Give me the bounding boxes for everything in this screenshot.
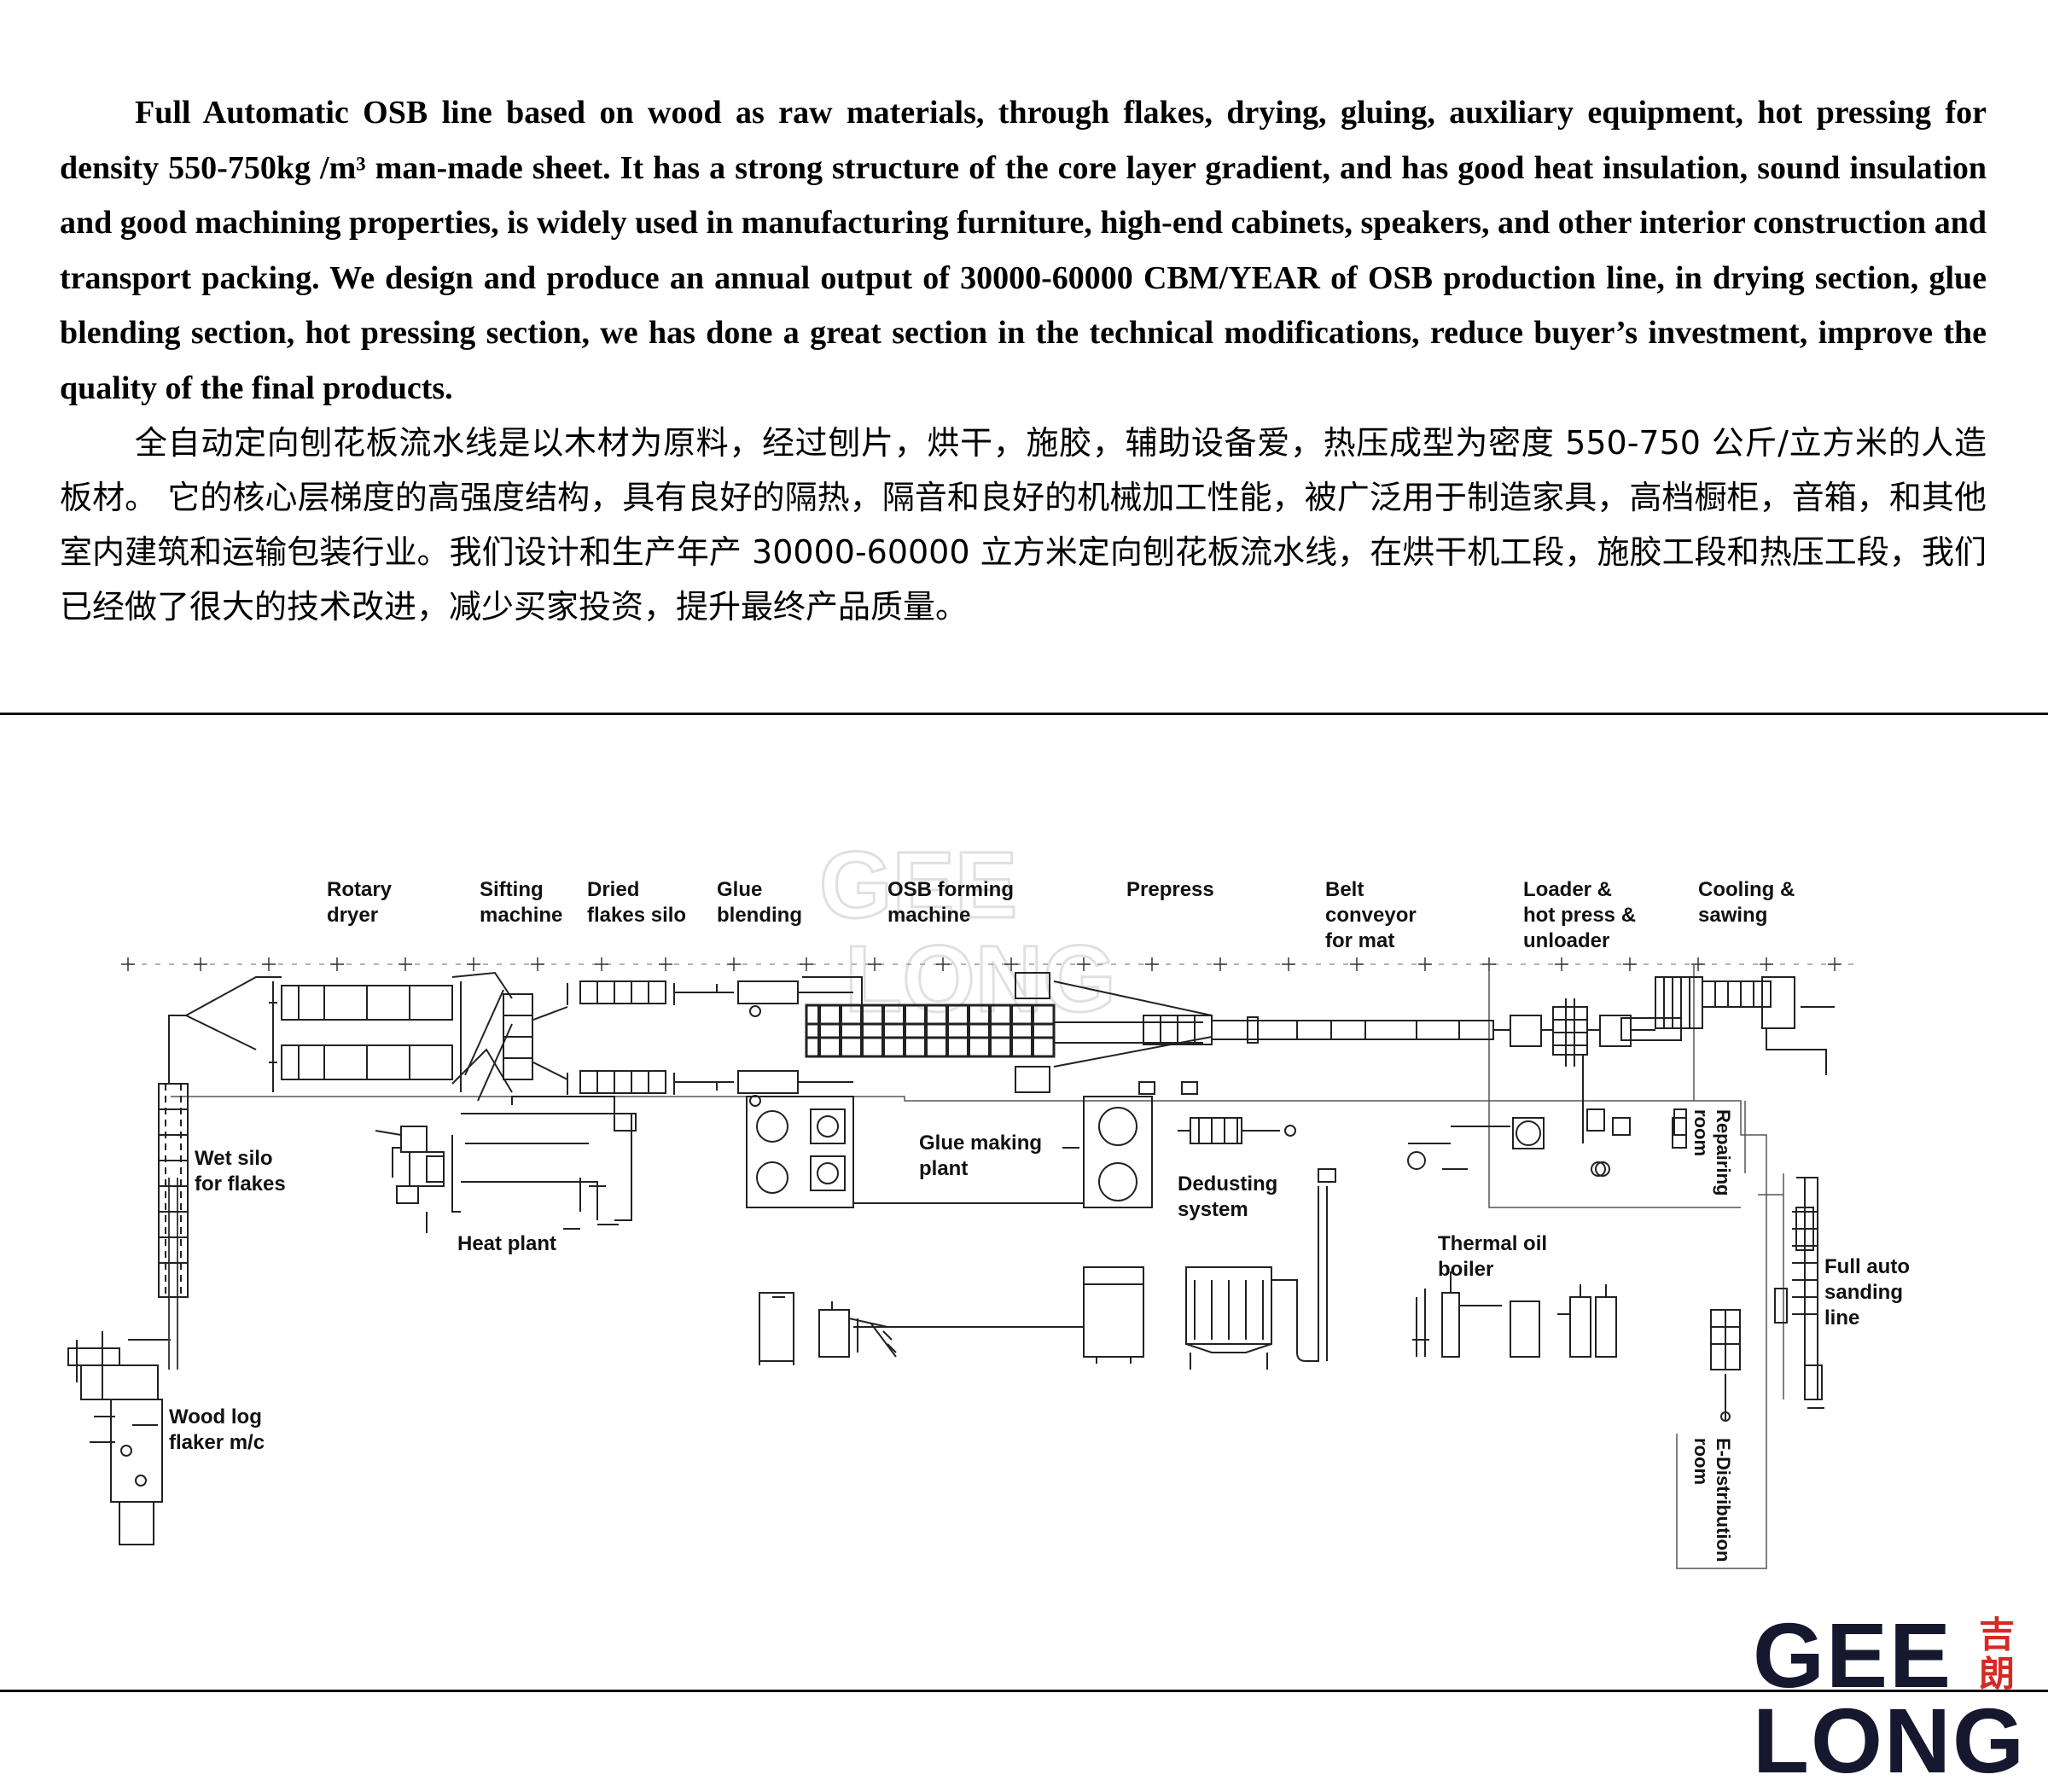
bottom-divider — [0, 1690, 2048, 1692]
hot-press — [1493, 998, 1632, 1067]
intro-text: Full Automatic OSB line based on wood as… — [60, 85, 1987, 634]
cooling-sawing — [1620, 976, 1835, 1075]
label-dedusting-system: Dedusting system — [1178, 1172, 1278, 1221]
logo-word-long: LONG — [1753, 1689, 2026, 1792]
hydraulic-station — [1407, 1055, 1631, 1177]
label-dried-flakes-silo: Dried flakes silo — [587, 878, 687, 927]
label-prepress: Prepress — [1126, 878, 1214, 901]
glue-making-plant — [746, 1096, 1153, 1208]
label-rotary-dryer: Rotary dryer — [327, 878, 393, 927]
dedusting-system — [1178, 1117, 1336, 1370]
logo-word-gee: GEE — [1753, 1603, 1953, 1707]
label-belt-conveyor: Belt conveyor for mat — [1325, 878, 1417, 952]
label-hot-press: Loader & hot press & unloader — [1523, 878, 1637, 952]
label-repairing-room: Repairing room — [1690, 1109, 1734, 1196]
grid-crosses — [121, 957, 1841, 971]
building-outline — [171, 964, 1767, 1399]
thermal-oil-boiler — [1412, 1271, 1617, 1358]
prepress — [1138, 1015, 1213, 1095]
label-wet-silo: Wet silo for flakes — [195, 1147, 286, 1196]
watermark-logo: GEE LONG — [818, 832, 1178, 1033]
geelong-logo: GEE LONG 吉 朗 — [1753, 1603, 2043, 1792]
svg-text:GEE: GEE — [819, 836, 1017, 938]
label-glue-making-plant: Glue making plant — [919, 1132, 1043, 1180]
repair-cabinet — [1673, 1108, 1687, 1136]
plant-layout-diagram — [67, 957, 1860, 1569]
intro-chinese: 全自动定向刨花板流水线是以木材为原料，经过刨片，烘干，施胶，辅助设备爱，热压成型… — [60, 424, 1987, 625]
label-glue-blending: Glue blending — [717, 878, 802, 927]
intro-english: Full Automatic OSB line based on wood as… — [60, 95, 1987, 406]
belt-conveyor — [1211, 1016, 1494, 1044]
label-sifting-machine: Sifting machine — [480, 878, 563, 927]
glue-blenders — [737, 976, 863, 1107]
label-wood-log-flaker: Wood log flaker m/c — [169, 1405, 265, 1454]
dried-flakes-silos — [567, 980, 675, 1095]
heat-plant — [375, 1096, 637, 1233]
label-e-distribution-room: E-Distribution room — [1690, 1438, 1734, 1562]
label-osb-forming-machine: OSB forming machine — [887, 878, 1014, 927]
logo-cn-ji: 吉 — [1978, 1614, 2015, 1655]
wet-silo — [158, 1083, 189, 1298]
storage-tanks — [759, 1266, 1144, 1365]
top-divider — [0, 713, 2048, 715]
rotary-dryers — [269, 981, 462, 1092]
label-heat-plant: Heat plant — [457, 1232, 557, 1255]
label-full-auto-sanding: Full auto sanding line — [1824, 1255, 1910, 1329]
logo-cn-lang: 朗 — [1978, 1653, 2015, 1695]
wood-log-flaker — [67, 1331, 171, 1545]
label-cooling-sawing: Cooling & sawing — [1698, 878, 1795, 927]
e-distribution-panels — [1672, 1117, 1741, 1422]
sifting-machine — [464, 989, 533, 1102]
osb-forming-machine — [805, 972, 1056, 1093]
label-thermal-oil-boiler: Thermal oil boiler — [1438, 1232, 1548, 1281]
svg-text:LONG: LONG — [845, 927, 1116, 1024]
sanding-line — [1774, 1177, 1824, 1409]
